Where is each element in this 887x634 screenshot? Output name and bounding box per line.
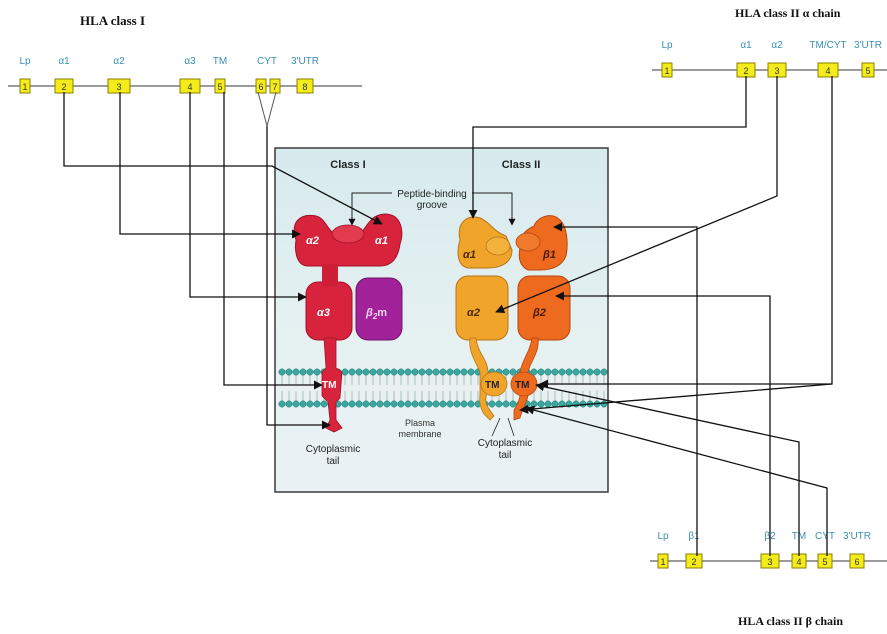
gene-map-class2-alpha: HLA class II α chain 1 Lp 2 α1 3 α2 4 TM/CYT 5 3'…	[652, 6, 887, 77]
class1-exon-2-label: α1	[58, 56, 70, 67]
class1-exon-5-number: 5	[217, 82, 222, 92]
class1-exon-7-number: 7	[272, 82, 277, 92]
class1-tm: TM	[322, 380, 336, 391]
class2-alpha-exon-1-label: Lp	[661, 40, 673, 51]
class1-exon-5-label: TM	[213, 56, 227, 67]
class2-alpha-exon-2-label: α1	[740, 40, 752, 51]
class1-exon-8-number: 8	[302, 82, 307, 92]
class2-beta-exon-1-number: 1	[660, 557, 665, 567]
class1-exon-1-label: Lp	[19, 56, 31, 67]
class2-beta-exon-6-number: 6	[854, 557, 859, 567]
class2-beta-exon-3-number: 3	[767, 557, 772, 567]
class2-alpha-exon-3-number: 3	[774, 66, 779, 76]
class2-beta-exon-5-label: CYT	[815, 531, 835, 542]
class2-alpha-exon-2-number: 2	[743, 66, 748, 76]
groove-label-line1: Peptide-binding	[397, 189, 467, 200]
cyto-label-class2-line1: Cytoplasmic	[478, 438, 532, 449]
class1-exon-2-number: 2	[61, 82, 66, 92]
cyt-bracket-class1	[258, 92, 276, 126]
class2-tm-alpha: TM	[485, 380, 499, 391]
cyto-label-class1-line1: Cytoplasmic	[306, 444, 360, 455]
class2-alpha2: α2	[467, 307, 480, 319]
groove-label-line2: groove	[417, 200, 448, 211]
gene-title-class2-alpha: HLA class II α chain	[735, 6, 841, 20]
class1-exon-1-number: 1	[22, 82, 27, 92]
arrow-c1-alpha2	[120, 92, 300, 234]
class2-beta-exon-4-number: 4	[796, 557, 801, 567]
class2-alpha-exon-1-number: 1	[664, 66, 669, 76]
cyto-label-class2-line2: tail	[499, 450, 512, 461]
class1-alpha3: α3	[317, 307, 330, 319]
class2-beta-exon-6-label: 3'UTR	[843, 531, 871, 542]
class1-exon-3-label: α2	[113, 56, 125, 67]
class2-alpha-exon-3-label: α2	[771, 40, 783, 51]
class1-exon-4-number: 4	[187, 82, 192, 92]
class2-beta-exon-5-number: 5	[822, 557, 827, 567]
membrane-label-line2: membrane	[398, 429, 441, 439]
gene-title-class2-beta: HLA class II β chain	[738, 614, 843, 628]
class2-beta-exon-2-label: β1	[688, 531, 700, 542]
class1-exon-8-label: 3'UTR	[291, 56, 319, 67]
class2-alpha1: α1	[463, 249, 476, 261]
gene-title-class1: HLA class I	[80, 13, 145, 28]
class1-alpha1: α1	[375, 235, 388, 247]
membrane-label-line1: Plasma	[405, 418, 435, 428]
class1-title: Class I	[330, 159, 365, 171]
class1-exon-3-number: 3	[116, 82, 121, 92]
cyt-label-class1: CYT	[257, 56, 277, 67]
class2-beta2: β2	[532, 307, 546, 319]
class2-beta-exon-2-number: 2	[691, 557, 696, 567]
class1-alpha2: α2	[306, 235, 319, 247]
class2-tm-beta: TM	[515, 380, 529, 391]
class2-alpha-exon-4-number: 4	[825, 66, 830, 76]
class1-exon-4-label: α3	[184, 56, 196, 67]
class2-beta-exon-1-label: Lp	[657, 531, 669, 542]
class2-alpha-exon-4-label: TM/CYT	[809, 40, 846, 51]
class2-beta1: β1	[542, 249, 556, 261]
molecule-panel: Class I Class II Peptide-binding groove …	[275, 148, 608, 492]
class2-alpha-exon-5-number: 5	[865, 66, 870, 76]
cyto-label-class1-line2: tail	[327, 456, 340, 467]
class1-exon-6-number: 6	[258, 82, 263, 92]
class2-alpha-exon-5-label: 3'UTR	[854, 40, 882, 51]
class2-title: Class II	[502, 159, 541, 171]
